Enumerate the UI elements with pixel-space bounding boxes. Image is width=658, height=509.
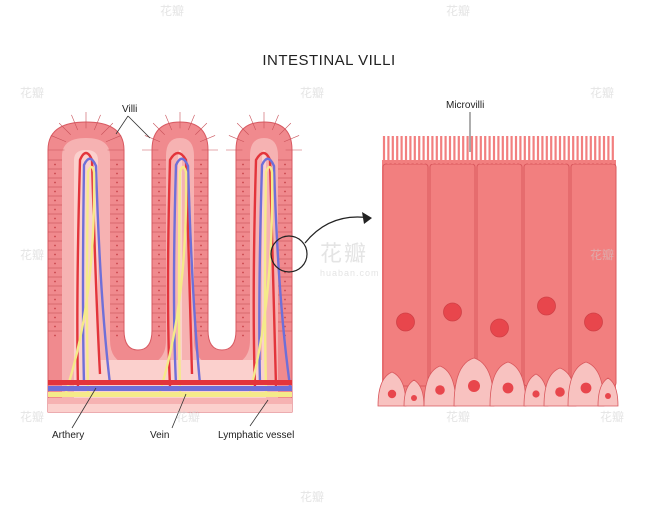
watermark: 花瓣 — [446, 4, 471, 18]
enterocyte-cells — [382, 163, 617, 387]
microvilli-brush-border — [382, 136, 614, 164]
cell-nucleus — [584, 312, 603, 332]
watermark: 花瓣 — [590, 248, 615, 262]
watermark: 花瓣 — [300, 86, 325, 100]
watermark: 花瓣 — [160, 4, 185, 18]
basal-cell — [377, 371, 407, 407]
basal-cell — [403, 379, 425, 407]
watermark: 花瓣 — [590, 86, 615, 100]
basal-cells — [377, 357, 619, 407]
watermark: 花瓣 — [446, 410, 471, 424]
watermark: 花瓣 — [20, 410, 45, 424]
cell-nucleus — [537, 296, 556, 316]
base-artery — [48, 380, 292, 385]
enterocyte-cell — [570, 163, 617, 387]
watermark: 花瓣 — [176, 410, 201, 424]
villi-lamina — [62, 138, 278, 412]
basal-cell — [597, 377, 619, 407]
cell-nucleus — [443, 302, 462, 322]
watermark: 花瓣 — [20, 86, 45, 100]
enterocyte-cell — [429, 163, 476, 387]
page-title: INTESTINAL VILLI — [262, 52, 396, 69]
cell-nucleus — [490, 318, 509, 338]
watermark: 花瓣 — [20, 248, 45, 262]
villi-label: Villi — [122, 104, 138, 115]
cell-nucleus — [396, 312, 415, 332]
lymphatic-label: Lymphatic vessel — [218, 430, 295, 441]
magnify-circle — [270, 235, 308, 273]
leader-lines — [71, 112, 471, 429]
base-tissue — [48, 398, 292, 404]
artery-label: Arthery — [52, 430, 85, 441]
arrow-head-icon — [362, 212, 372, 224]
lymphatic-vessel — [64, 165, 274, 393]
base-tissue-light — [48, 404, 292, 412]
enterocyte-panel — [377, 136, 619, 407]
epithelial-nuclei — [54, 163, 286, 337]
enterocyte-cell — [523, 163, 570, 387]
enterocyte-cell — [476, 163, 523, 387]
watermark: 花瓣 — [300, 490, 325, 504]
watermark: 花瓣 — [600, 410, 625, 424]
base-lymph — [48, 392, 292, 397]
vein-vessel — [81, 157, 292, 387]
basal-cell — [567, 361, 605, 407]
vein-label: Vein — [150, 430, 170, 441]
enterocyte-cell — [382, 163, 429, 387]
artery-vessel — [76, 151, 278, 389]
base-vein — [48, 386, 292, 391]
villi-tissue — [47, 112, 302, 413]
basal-cell — [489, 361, 527, 407]
magnify-arrow — [304, 216, 371, 244]
microvilli-label: Microvilli — [446, 100, 485, 111]
